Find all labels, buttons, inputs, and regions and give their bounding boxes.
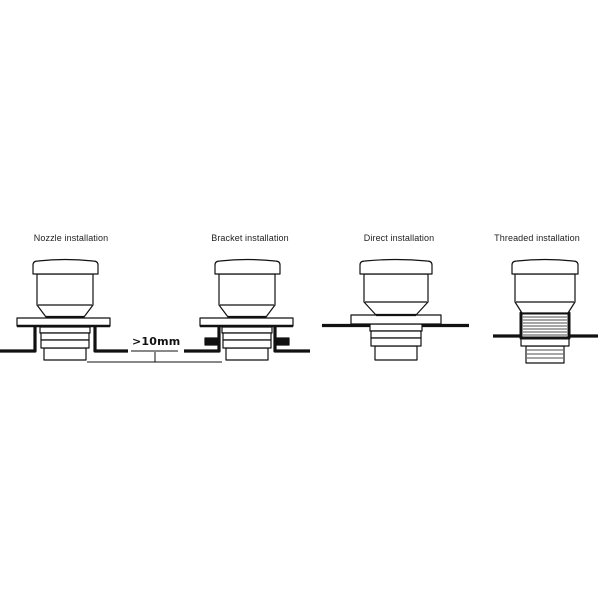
- bracket-thread-ring: [222, 332, 272, 341]
- nozzle-installation-figure: [0, 258, 128, 361]
- clearance-dimension-label: >10mm: [132, 335, 181, 348]
- bracket-lower-body: [225, 347, 269, 361]
- nozzle-thread-ring: [40, 332, 90, 341]
- direct-flange: [350, 314, 442, 325]
- direct-lower-body: [374, 345, 418, 361]
- direct-cup: [363, 273, 429, 316]
- nozzle-thread-ring: [39, 326, 91, 334]
- nozzle-installation-label: Nozzle installation: [33, 233, 109, 243]
- direct-installation-figure: [320, 258, 469, 361]
- nozzle-panel: [0, 327, 128, 353]
- direct-thread-ring: [370, 330, 422, 339]
- bracket-cap: [214, 258, 281, 275]
- bracket-panel: [184, 327, 310, 353]
- threaded-installation-figure: [493, 258, 598, 364]
- threaded-cup: [514, 273, 576, 314]
- threaded-lower-body: [525, 345, 565, 364]
- bracket-installation-label: Bracket installation: [211, 233, 289, 243]
- threaded-installation-label: Threaded installation: [494, 233, 580, 243]
- thread-lines: [523, 316, 567, 336]
- bracket-cup: [218, 273, 276, 318]
- clearance-dimension: [87, 350, 222, 363]
- direct-thread-ring: [370, 337, 422, 347]
- nozzle-thread-ring: [40, 339, 90, 349]
- bracket-thread-ring: [221, 326, 273, 334]
- direct-thread-ring: [369, 323, 423, 332]
- bracket-installation-figure: [184, 258, 310, 361]
- bracket-thread-ring: [222, 339, 272, 349]
- bracket-clip-right: [276, 337, 290, 346]
- nozzle-lower-body: [43, 347, 87, 361]
- nozzle-cup: [36, 273, 94, 318]
- nozzle-cap: [32, 258, 99, 275]
- direct-cap: [359, 258, 433, 275]
- direct-installation-label: Direct installation: [363, 233, 435, 243]
- threaded-cap: [511, 258, 579, 275]
- bracket-clip-left: [204, 337, 218, 346]
